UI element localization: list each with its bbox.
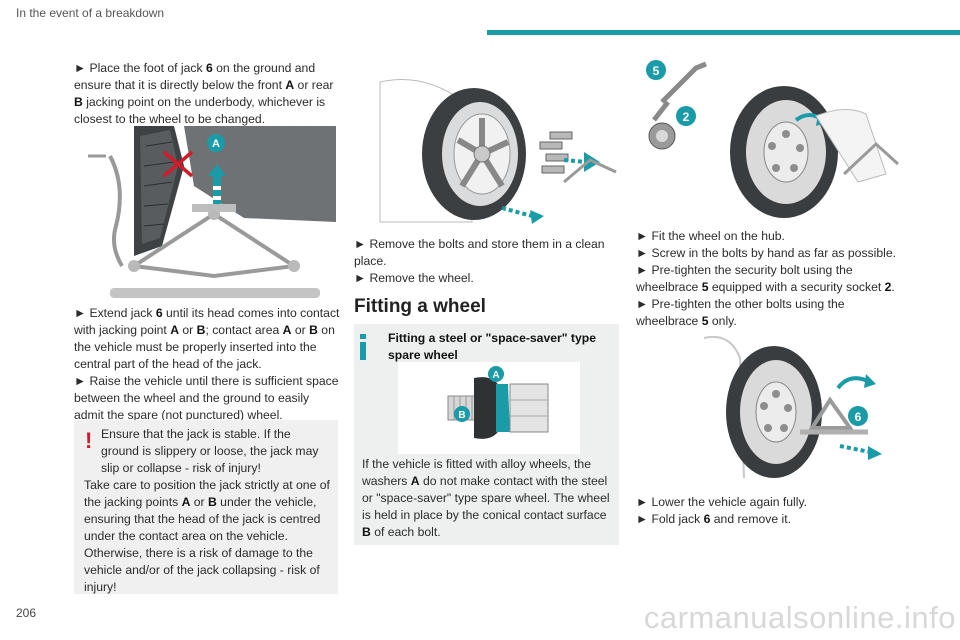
svg-text:B: B xyxy=(458,410,465,421)
right-final-paragraphs: ► Lower the vehicle again fully. ► Fold … xyxy=(636,495,808,526)
right-paragraphs: ► Fit the wheel on the hub. ► Screw in t… xyxy=(636,229,897,328)
running-header: In the event of a breakdown xyxy=(16,6,165,20)
svg-text:2: 2 xyxy=(683,110,690,124)
left-paragraph-1: ► Place the foot of jack 6 on the ground… xyxy=(74,61,334,126)
info-icon xyxy=(360,334,366,360)
warning-icon: ! xyxy=(85,428,93,453)
watermark: carmanualsonline.info xyxy=(643,600,956,635)
warning-text: Ensure that the jack is stable. If the g… xyxy=(84,427,330,594)
svg-text:5: 5 xyxy=(653,64,660,78)
left-paragraph-3: ► Raise the vehicle until there is suffi… xyxy=(74,374,339,422)
header-accent-bar xyxy=(487,30,960,35)
svg-text:6: 6 xyxy=(855,410,862,424)
info-box: Fitting a steel or "space-saver" type sp… xyxy=(354,324,619,545)
page-number: 206 xyxy=(16,606,37,620)
middle-paragraphs: ► Remove the bolts and store them in a c… xyxy=(354,237,605,285)
bolt-washer-figure: A B xyxy=(398,362,580,454)
wheel-bolts-removal-figure xyxy=(379,79,617,224)
lowering-vehicle-figure: 6 xyxy=(700,328,900,484)
jack-under-jacking-point-figure: A xyxy=(74,126,336,302)
svg-text:A: A xyxy=(212,138,220,150)
svg-text:A: A xyxy=(492,370,499,381)
warning-box: ! Ensure that the jack is stable. If the… xyxy=(74,420,338,594)
info-title: Fitting a steel or "space-saver" type sp… xyxy=(388,331,596,362)
left-paragraph-2: ► Extend jack 6 until its head comes int… xyxy=(74,305,342,424)
info-body: If the vehicle is fitted with alloy whee… xyxy=(362,457,610,539)
section-heading: Fitting a wheel xyxy=(354,296,486,317)
wheel-fitting-figure: 5 2 xyxy=(636,44,900,224)
